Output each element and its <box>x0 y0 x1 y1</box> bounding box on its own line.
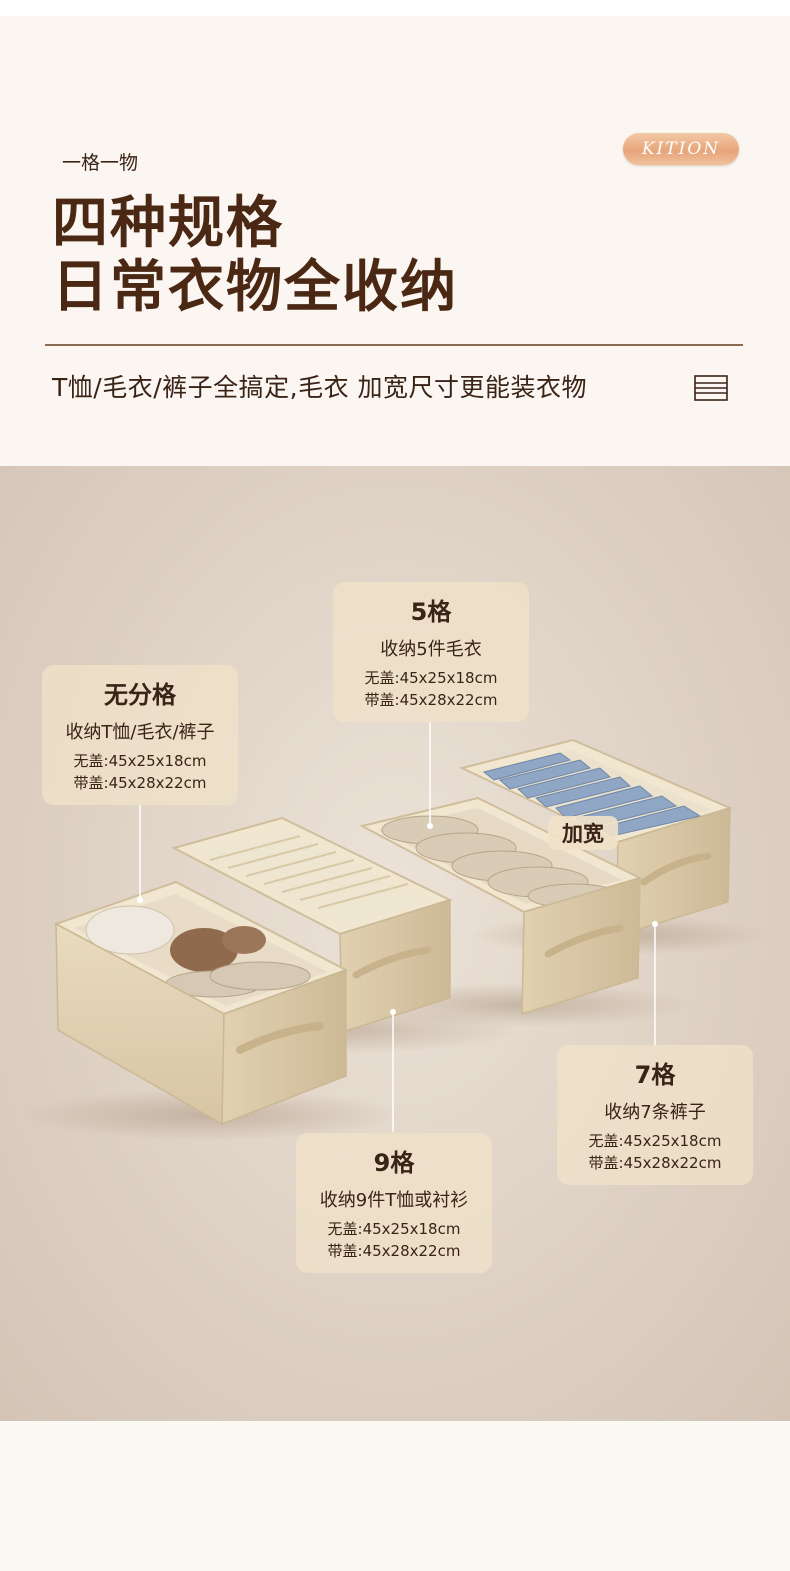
card-7-grid: 7格 收纳7条裤子 无盖:45x25x18cm 带盖:45x28x22cm <box>557 1045 753 1185</box>
card-desc: 收纳5件毛衣 <box>380 639 482 660</box>
card-spec-no-lid: 无盖:45x25x18cm <box>364 669 498 687</box>
card-desc: 收纳7条裤子 <box>604 1102 706 1123</box>
bottom-band <box>0 1421 790 1571</box>
menu-lines-icon <box>694 375 728 401</box>
brand-logo: KITION <box>623 133 739 165</box>
box-9-grid <box>171 816 453 1034</box>
subtitle: T恤/毛衣/裤子全搞定,毛衣 加宽尺寸更能装衣物 <box>52 373 588 402</box>
card-spec-no-lid: 无盖:45x25x18cm <box>588 1132 722 1150</box>
card-desc: 收纳9件T恤或衬衫 <box>319 1190 469 1211</box>
header-section <box>0 16 790 466</box>
box-no-grid <box>53 880 349 1126</box>
card-spec-with-lid: 带盖:45x28x22cm <box>588 1154 722 1172</box>
card-name: 5格 <box>410 598 452 626</box>
wide-badge: 加宽 <box>548 816 618 850</box>
card-spec-with-lid: 带盖:45x28x22cm <box>73 774 207 792</box>
card-spec-no-lid: 无盖:45x25x18cm <box>73 752 207 770</box>
card-desc: 收纳T恤/毛衣/裤子 <box>65 722 215 743</box>
box-7-grid <box>459 738 733 938</box>
page-title-line-2: 日常衣物全收纳 <box>52 255 458 320</box>
card-spec-with-lid: 带盖:45x28x22cm <box>327 1242 461 1260</box>
card-spec-with-lid: 带盖:45x28x22cm <box>364 691 498 709</box>
card-9-grid: 9格 收纳9件T恤或衬衫 无盖:45x25x18cm 带盖:45x28x22cm <box>296 1133 492 1273</box>
card-spec-no-lid: 无盖:45x25x18cm <box>327 1220 461 1238</box>
card-no-grid: 无分格 收纳T恤/毛衣/裤子 无盖:45x25x18cm 带盖:45x28x22… <box>42 665 238 805</box>
tagline: 一格一物 <box>62 152 139 174</box>
card-name: 9格 <box>373 1149 415 1177</box>
card-name: 无分格 <box>104 681 176 709</box>
card-5-grid: 5格 收纳5件毛衣 无盖:45x25x18cm 带盖:45x28x22cm <box>333 582 529 722</box>
page-title-line-1: 四种规格 <box>52 191 284 256</box>
top-strip <box>0 0 790 16</box>
header-divider <box>45 344 743 346</box>
card-name: 7格 <box>634 1061 676 1089</box>
